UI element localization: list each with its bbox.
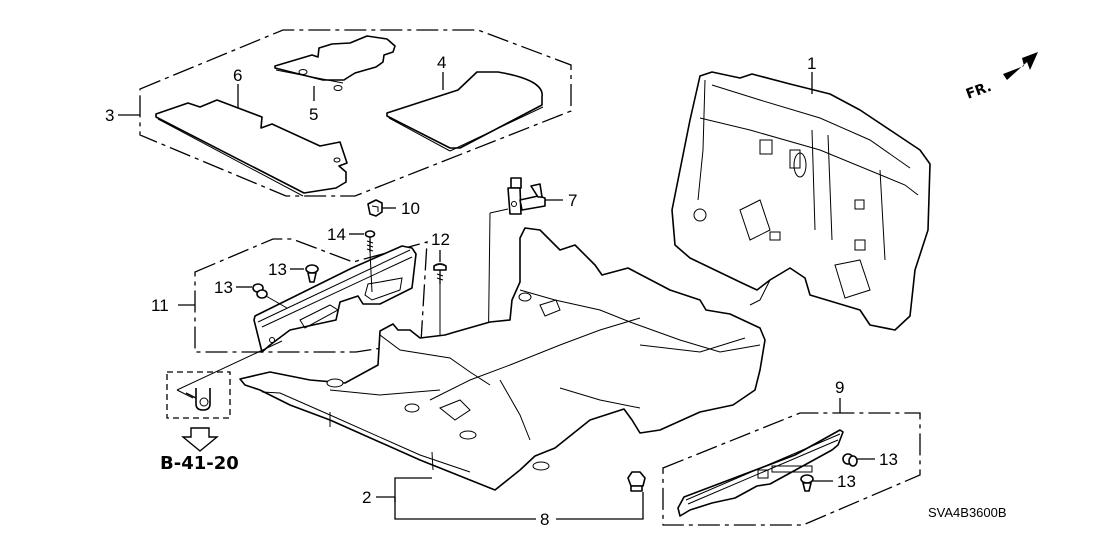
callout-7[interactable]: 7 [568,191,577,210]
driver-floor-mat[interactable] [274,35,396,91]
callout-11[interactable]: 11 [151,296,169,315]
mat-hook-bracket[interactable] [507,177,546,215]
floor-carpet[interactable] [239,227,766,491]
callout-10[interactable]: 10 [401,199,420,218]
callout-1[interactable]: 1 [807,54,816,73]
callout-13-upper-right[interactable]: 13 [879,450,898,469]
right-side-sill-garnish[interactable] [677,429,844,517]
left-side-sill-garnish[interactable] [253,245,417,353]
callout-6[interactable]: 6 [233,66,242,85]
garnish-clip-right-upper[interactable] [842,453,858,467]
callout-13-upper-left[interactable]: 13 [268,260,287,279]
front-direction-label: FR. [964,79,994,103]
garnish-clip-lower[interactable] [252,283,268,299]
callout-12[interactable]: 12 [431,230,450,249]
front-passenger-floor-mat[interactable] [386,71,544,152]
carpet-clip[interactable] [627,471,646,492]
mat-set-group-outline [139,29,572,197]
rear-floor-mat[interactable] [155,99,348,197]
garnish-clip-right-lower[interactable] [800,474,814,492]
mat-hook-clip[interactable] [367,199,383,217]
hook-detail [185,388,211,411]
garnish-clip-upper[interactable] [305,264,319,283]
diagram-reference-code: SVA4B3600B [928,505,1007,520]
callout-13-lower-left[interactable]: 13 [214,278,233,297]
callout-5[interactable]: 5 [309,105,318,124]
arrow-right-icon [1003,52,1038,80]
trim-clip[interactable] [433,263,447,284]
left-garnish-group-outline [194,238,428,353]
callout-14[interactable]: 14 [327,225,346,244]
callout-2[interactable]: 2 [362,488,371,507]
callout-8[interactable]: 8 [540,510,549,529]
down-arrow-icon [181,427,219,452]
callout-4[interactable]: 4 [437,53,446,72]
front-direction-indicator: FR. [964,52,1038,103]
right-garnish-group-outline [662,412,921,526]
callout-9[interactable]: 9 [835,378,844,397]
detail-inset-outline [166,371,231,419]
callout-3[interactable]: 3 [105,106,114,125]
cross-reference-link[interactable]: B-41-20 [160,453,239,474]
tapping-screw[interactable] [364,230,376,252]
callout-13-lower-right[interactable]: 13 [837,472,856,491]
dashboard-insulator[interactable] [671,71,931,331]
